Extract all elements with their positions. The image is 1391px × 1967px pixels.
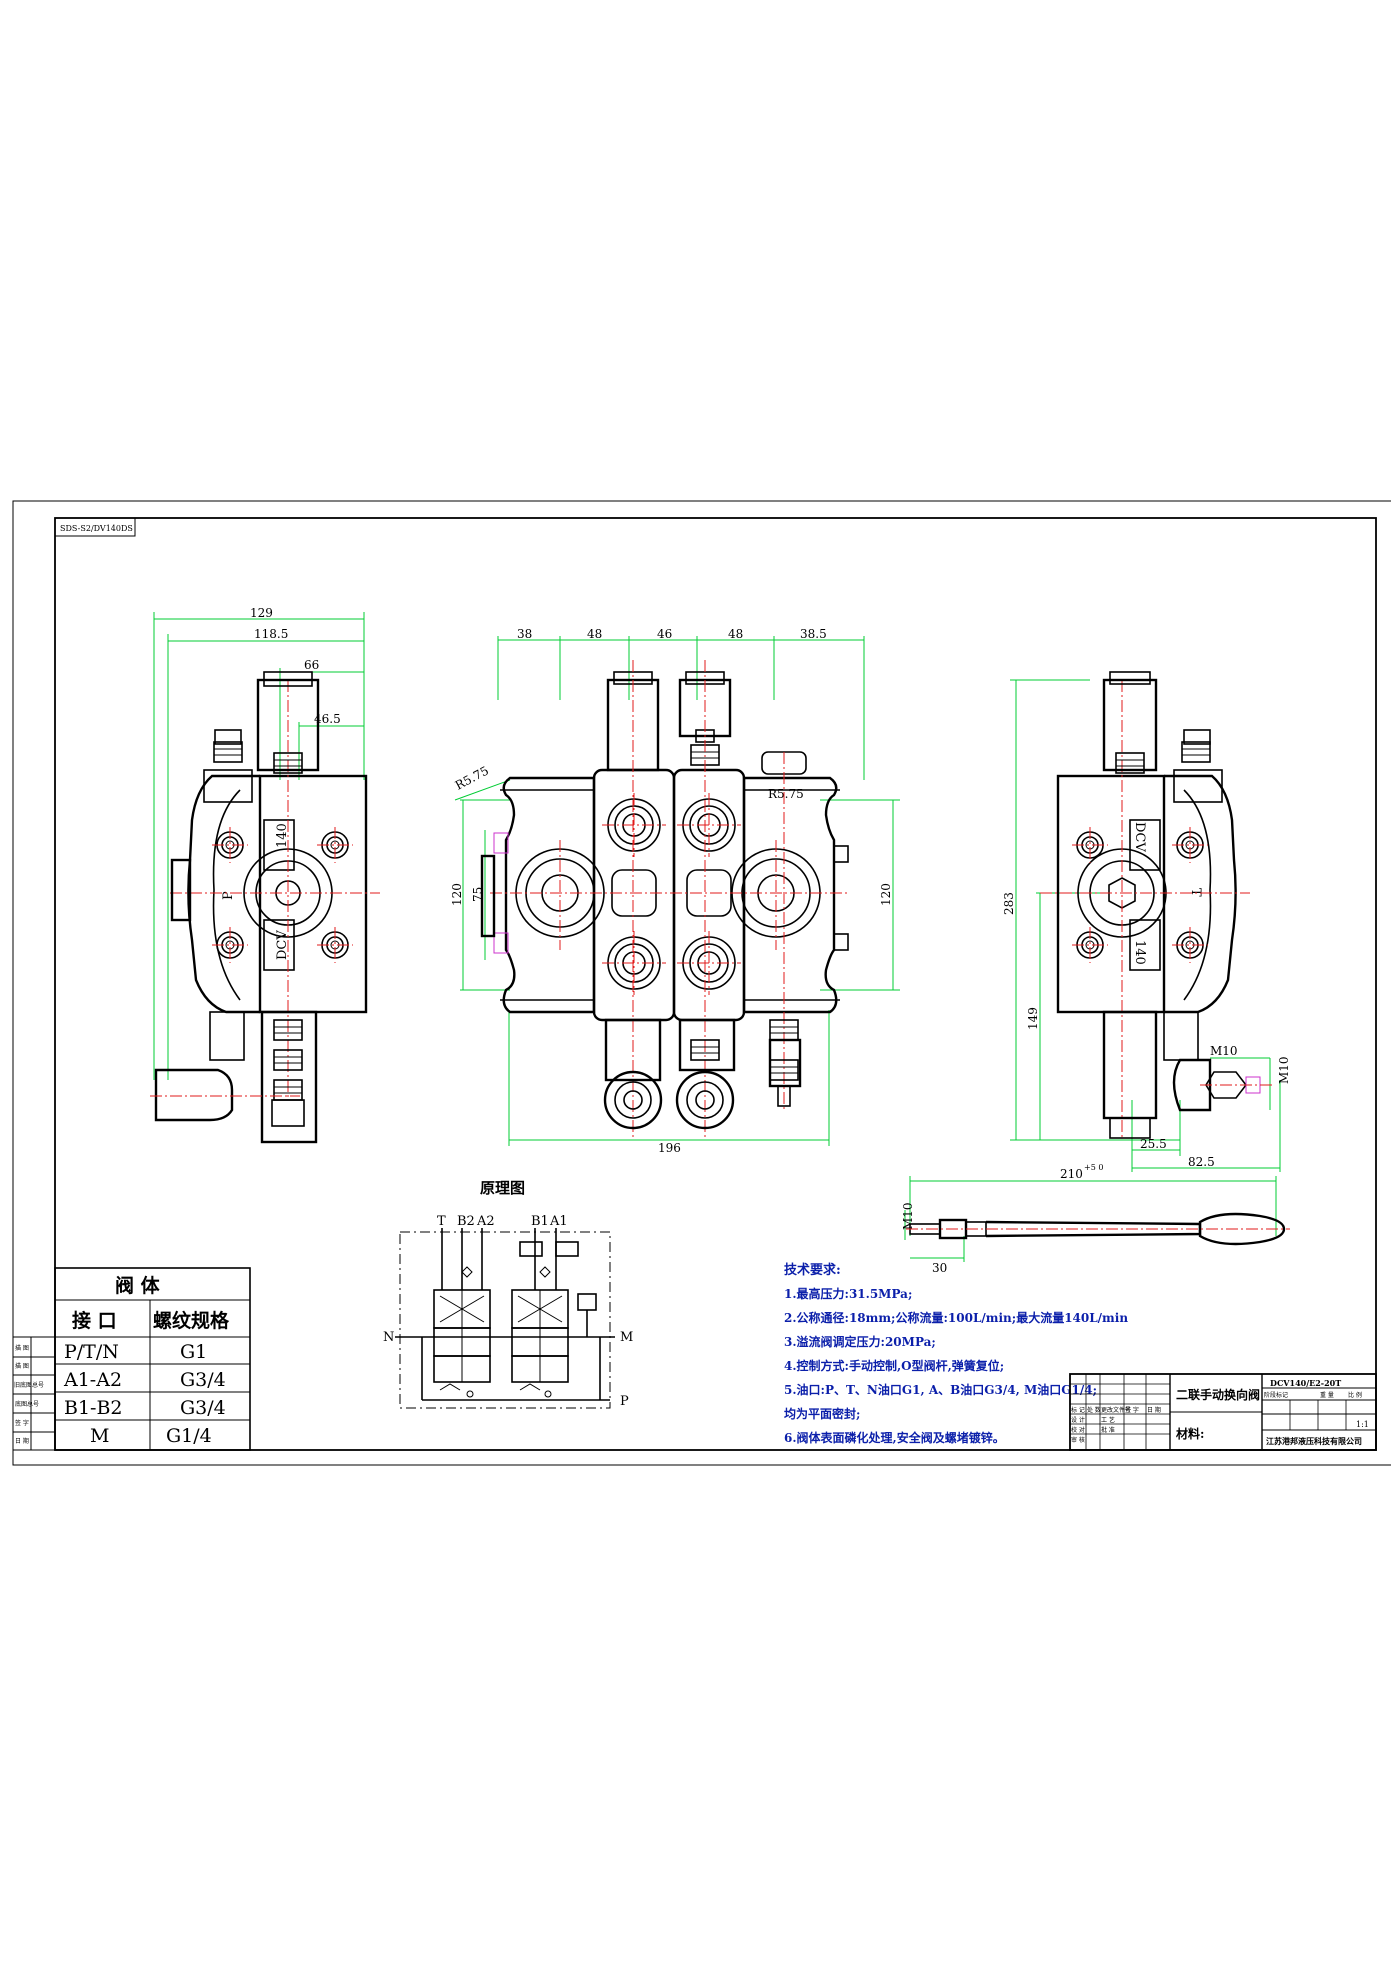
tb-cell: 校 对 — [1071, 1426, 1085, 1434]
tech-item: 均为平面密封; — [784, 1406, 860, 1421]
dim-48b: 48 — [728, 627, 743, 641]
tb-cell: 更改文件号 — [1101, 1406, 1131, 1414]
tb-cell: 设 计 — [1071, 1416, 1085, 1424]
company-name: 江苏港邦液压科技有限公司 — [1266, 1436, 1362, 1446]
dim-385: 38.5 — [800, 627, 827, 641]
hydraulic-schematic: 原理图 T B2 A2 B1 A1 N M P — [383, 1179, 633, 1409]
tech-requirements: 技术要求: 1.最高压力:31.5MPa; 2.公称通径:18mm;公称流量:1… — [784, 1262, 1128, 1445]
table-row: B1-B2 — [64, 1397, 123, 1419]
tech-title: 技术要求: — [784, 1262, 841, 1278]
tech-item: 1.最高压力:31.5MPa; — [784, 1286, 912, 1301]
table-header-port: 接 口 — [72, 1310, 117, 1332]
table-row: G1 — [180, 1341, 207, 1363]
dim-m10a: M10 — [1210, 1044, 1238, 1058]
front-view: 38 48 46 48 38.5 120 75 R5.75 120 R5.75 … — [450, 627, 900, 1155]
inner-border — [54, 517, 1377, 1451]
dim-r575-right: R5.75 — [768, 787, 804, 801]
port-N: N — [383, 1330, 394, 1345]
right-label-DCV: DCV — [1132, 822, 1147, 852]
left-label-P: P — [221, 891, 236, 900]
table-header-thread: 螺纹规格 — [153, 1309, 230, 1332]
scale: 1:1 — [1356, 1420, 1369, 1429]
port-A2: A2 — [476, 1214, 495, 1229]
side-label: 描 图 — [15, 1344, 29, 1352]
dim-66: 66 — [304, 658, 319, 672]
tb-cell: 标 记 — [1071, 1406, 1085, 1414]
handle-drawing: 210 +5 0 M10 30 — [901, 1163, 1290, 1275]
dim-m10b: M10 — [1277, 1056, 1291, 1084]
handle-length: 210 — [1060, 1167, 1083, 1181]
port-B2: B2 — [457, 1214, 475, 1229]
handle-thread: M10 — [901, 1202, 915, 1230]
table-row: M — [90, 1425, 109, 1447]
schematic-title: 原理图 — [480, 1179, 525, 1197]
left-label-140: 140 — [275, 823, 290, 848]
dim-196: 196 — [658, 1141, 681, 1155]
port-B1: B1 — [531, 1214, 549, 1229]
dim-48a: 48 — [587, 627, 602, 641]
port-A1: A1 — [549, 1214, 568, 1229]
tb-cell: 处 数 — [1087, 1406, 1101, 1414]
tech-item: 2.公称通径:18mm;公称流量:100L/min;最大流量140L/min — [784, 1310, 1128, 1325]
dim-825: 82.5 — [1188, 1155, 1215, 1169]
dim-120-left: 120 — [450, 883, 464, 906]
product-code: DCV140/E2-20T — [1270, 1378, 1341, 1388]
port-P: P — [620, 1394, 629, 1409]
dim-118: 118.5 — [254, 627, 288, 641]
tech-item: 6.阀体表面磷化处理,安全阀及螺堵镀锌。 — [784, 1430, 1005, 1445]
side-label: 旧底图总号 — [14, 1381, 44, 1389]
port-M: M — [620, 1330, 633, 1345]
dim-46: 46.5 — [314, 712, 341, 726]
table-row: G3/4 — [180, 1369, 226, 1391]
dim-149: 149 — [1026, 1007, 1040, 1030]
port-spec-table: 阀 体 接 口 螺纹规格 P/T/N G1 A1-A2 G3/4 B1-B2 G… — [12, 1267, 251, 1451]
table-row: G3/4 — [180, 1397, 226, 1419]
side-label: 描 图 — [15, 1362, 29, 1370]
tb-cell: 阶段标记 — [1264, 1391, 1288, 1399]
handle-len30: 30 — [932, 1261, 947, 1275]
title-block: 标 记 处 数 更改文件号 签 字 日 期 设 计 校 对 审 核 工 艺 批 … — [1069, 1373, 1377, 1451]
drawing-code: SDS-S2/DV140DS — [60, 524, 133, 533]
outer-border — [12, 500, 1391, 1466]
tb-cell: 批 准 — [1101, 1426, 1115, 1434]
tb-cell: 签 字 — [1125, 1406, 1139, 1414]
side-label: 日 期 — [15, 1437, 29, 1445]
tb-cell: 比 例 — [1348, 1391, 1362, 1399]
right-side-view: 283 149 25.5 82.5 M10 M10 DCV T 140 — [1002, 671, 1291, 1172]
table-row: P/T/N — [64, 1341, 119, 1363]
tech-item: 5.油口:P、T、N油口G1, A、B油口G3/4, M油口G1/4; — [784, 1382, 1097, 1397]
table-title: 阀 体 — [115, 1274, 161, 1297]
tb-cell: 日 期 — [1147, 1406, 1161, 1414]
tech-item: 4.控制方式:手动控制,O型阀杆,弹簧复位; — [784, 1358, 1004, 1373]
material-label: 材料: — [1175, 1426, 1204, 1441]
dim-129: 129 — [250, 606, 273, 620]
dim-283: 283 — [1002, 892, 1016, 915]
dim-r575-left: R5.75 — [453, 763, 491, 792]
tb-cell: 重 量 — [1320, 1391, 1334, 1399]
tech-item: 3.溢流阀调定压力:20MPa; — [784, 1334, 936, 1349]
left-side-view: 129 118.5 66 46.5 140 P DCV — [150, 606, 380, 1144]
dim-38: 38 — [517, 627, 532, 641]
product-name: 二联手动换向阀 — [1176, 1387, 1260, 1402]
side-label: 底图总号 — [15, 1400, 39, 1408]
table-row: G1/4 — [166, 1425, 212, 1447]
tb-cell: 工 艺 — [1101, 1416, 1115, 1424]
dim-120-right: 120 — [879, 883, 893, 906]
dim-46: 46 — [657, 627, 672, 641]
handle-tolerance: +5 0 — [1084, 1163, 1103, 1172]
tb-cell: 审 核 — [1071, 1436, 1085, 1444]
port-T: T — [437, 1214, 446, 1229]
table-row: A1-A2 — [63, 1369, 122, 1391]
dim-255: 25.5 — [1140, 1137, 1167, 1151]
code-box — [54, 517, 136, 537]
side-label: 签 字 — [15, 1419, 29, 1427]
right-label-140: 140 — [1132, 940, 1147, 965]
